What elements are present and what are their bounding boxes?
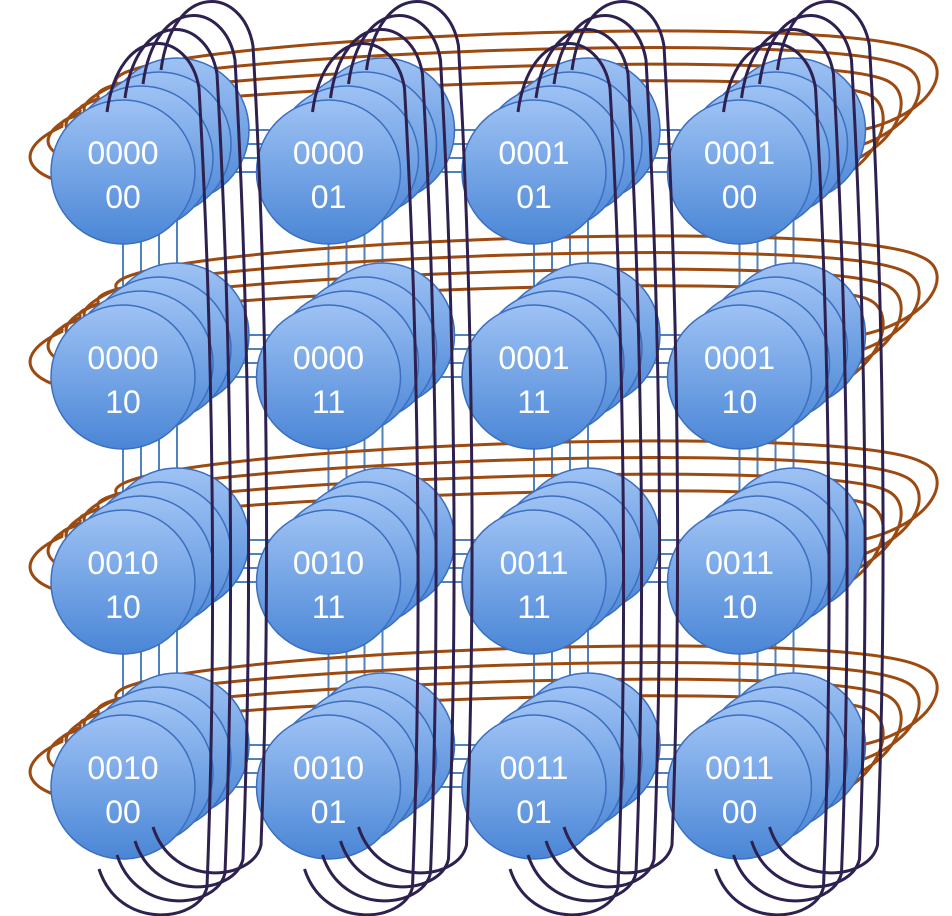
node-circle [461, 99, 607, 245]
column-wrap-link [303, 42, 420, 916]
node-label-line1: 0010 [87, 545, 158, 581]
node-circle [666, 99, 813, 245]
node-circle [50, 714, 196, 860]
node-grid: 0000000000010001010001000000100000110001… [50, 57, 867, 860]
column-wrap-link [115, 28, 233, 903]
node-label-line1: 0010 [293, 545, 364, 581]
node-circle [255, 509, 402, 655]
column-wrap-link [133, 14, 251, 889]
node-circle [666, 304, 813, 450]
node-label-line2: 10 [105, 384, 141, 420]
column-wrap-link [526, 28, 644, 903]
node-circle [666, 509, 813, 655]
node-label-line2: 11 [312, 589, 345, 625]
node-circle [50, 99, 196, 245]
node-label-line1: 0000 [87, 135, 158, 171]
node-label-line2: 10 [722, 384, 758, 420]
node-label-line2: 01 [516, 794, 552, 830]
node-label-line2: 10 [722, 589, 758, 625]
column-wrap-link [714, 42, 831, 916]
node-label-line1: 0010 [293, 750, 364, 786]
column-wrap-link [508, 42, 626, 916]
column-wrap-link [151, 0, 269, 875]
node-label-line1: 0011 [500, 750, 569, 786]
node-label-line2: 00 [105, 179, 141, 215]
node-circle [50, 509, 196, 655]
node-label-line2: 10 [105, 589, 141, 625]
node-circle [50, 304, 196, 450]
node-label-line2: 00 [722, 794, 758, 830]
column-wrap-link [97, 42, 215, 916]
node-label-line2: 11 [517, 384, 550, 420]
node-label-line1: 0001 [704, 340, 775, 376]
node-circle [666, 714, 813, 860]
node-label-line1: 0000 [87, 340, 158, 376]
node-label-line1: 0011 [500, 545, 569, 581]
node-circle [255, 714, 402, 860]
node-label-line1: 0001 [704, 135, 775, 171]
node-label-line2: 00 [722, 179, 758, 215]
node-label-line1: 0000 [293, 135, 364, 171]
node-circle [461, 509, 607, 655]
node-circle [461, 714, 607, 860]
node-label-line1: 0000 [293, 340, 364, 376]
column-wrap-link [357, 0, 474, 875]
column-wrap-link [768, 0, 885, 875]
node-label-line2: 01 [311, 179, 347, 215]
column-wrap-link [750, 14, 867, 889]
column-wrap-link [544, 14, 662, 889]
node-label-line1: 0001 [498, 135, 569, 171]
node-label-line2: 11 [517, 589, 550, 625]
column-wrap-link [321, 28, 438, 903]
column-wraparound-links [97, 0, 885, 916]
node-circle [255, 99, 402, 245]
node-circle [255, 304, 402, 450]
column-wrap-link [732, 28, 849, 903]
node-label-line1: 0001 [498, 340, 569, 376]
node-circle [461, 304, 607, 450]
node-label-line2: 01 [516, 179, 552, 215]
node-label-line2: 01 [311, 794, 347, 830]
node-label-line2: 11 [312, 384, 345, 420]
node-label-line1: 0011 [705, 545, 774, 581]
node-label-line1: 0011 [705, 750, 774, 786]
column-wrap-link [339, 14, 456, 889]
column-wrap-link [562, 0, 680, 875]
node-label-line2: 00 [105, 794, 141, 830]
node-label-line1: 0010 [87, 750, 158, 786]
